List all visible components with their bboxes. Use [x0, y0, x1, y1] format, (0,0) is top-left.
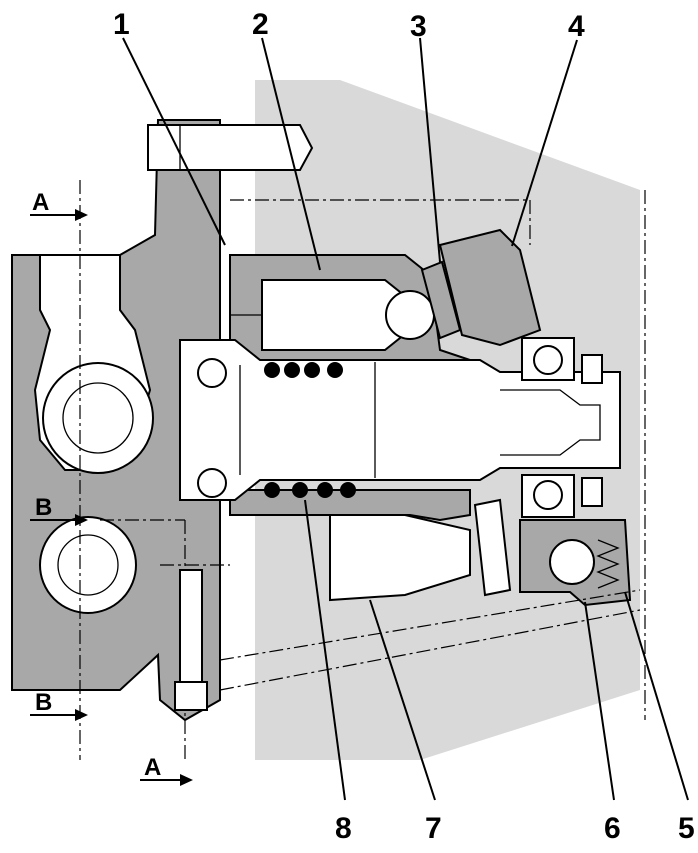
control-valve-ball: [549, 539, 595, 585]
section-label-a-top: A: [32, 189, 49, 216]
mounting-bolt: [147, 124, 314, 171]
piston-lower: [329, 514, 471, 602]
drive-shaft: [179, 339, 621, 501]
callout-6: 6: [604, 812, 621, 845]
section-label-b-bottom: B: [35, 689, 52, 716]
port-b-inner: [57, 534, 119, 596]
control-valve-spring: [596, 539, 620, 589]
port-a-circle: [42, 362, 154, 474]
callout-3: 3: [410, 10, 427, 43]
shaft-seal-top: [581, 354, 603, 384]
section-label-a-bottom: A: [144, 754, 161, 781]
callout-2: 2: [252, 8, 269, 41]
callout-7: 7: [425, 812, 442, 845]
callout-8: 8: [335, 812, 352, 845]
swash-plate: [438, 228, 542, 347]
retaining-plate: [420, 260, 462, 340]
cylinder-block-lower: [229, 489, 471, 522]
callout-5: 5: [678, 812, 695, 845]
port-b-circle: [39, 516, 137, 614]
shaft-seal-bottom: [581, 477, 603, 507]
section-label-b-top: B: [35, 494, 52, 521]
callout-4: 4: [568, 10, 585, 43]
bearing-ball-tl: [197, 358, 227, 388]
port-a-inner: [62, 382, 134, 454]
bearing-ball-tr: [533, 345, 563, 375]
bearing-ball-br: [533, 480, 563, 510]
callout-1: 1: [113, 8, 130, 41]
bearing-ball-bl: [197, 468, 227, 498]
